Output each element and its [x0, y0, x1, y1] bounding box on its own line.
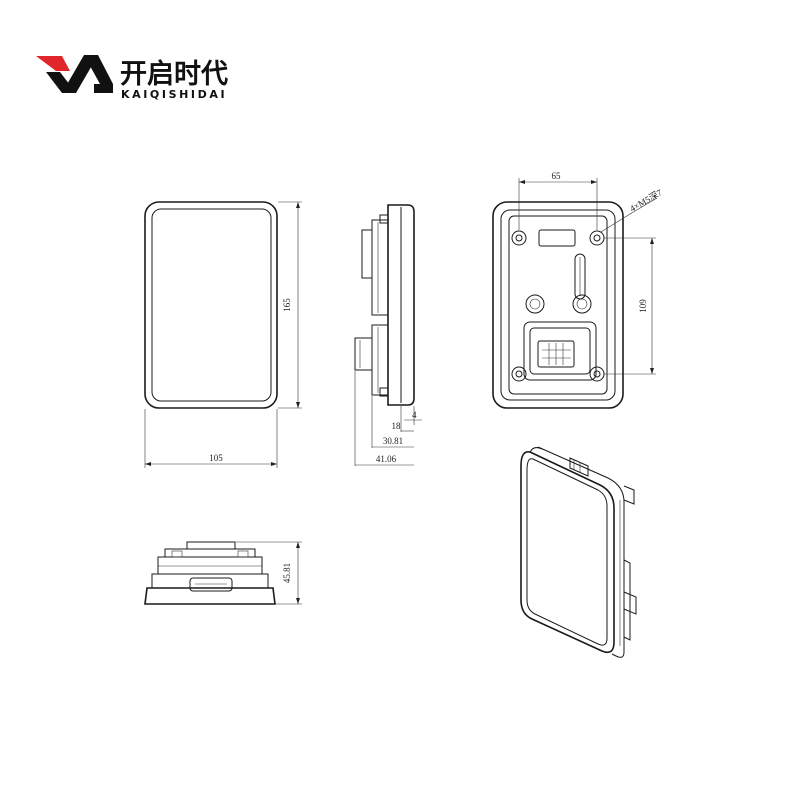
mounting-hole-icon — [511, 366, 527, 382]
brand-logo: 开启时代 KAIQISHIDAI — [36, 55, 228, 101]
back-hole-height-dimension: 109 — [638, 299, 648, 313]
side-depth-30-dimension: 30.81 — [383, 436, 403, 446]
side-depth-41-dimension: 41.06 — [376, 454, 397, 464]
front-width-dimension: 105 — [209, 453, 223, 463]
brand-name-en: KAIQISHIDAI — [121, 88, 227, 101]
mounting-hole-icon — [589, 230, 605, 246]
side-view: 4 18 30.81 41.06 — [354, 204, 422, 466]
side-flange-dimension: 4 — [412, 410, 417, 420]
front-view: 165 105 — [144, 201, 302, 468]
mounting-hole-icon — [511, 230, 527, 246]
brand-name-cn: 开启时代 — [120, 59, 228, 90]
bottom-view: 45.81 — [144, 541, 302, 605]
isometric-view — [520, 446, 637, 658]
bottom-height-dimension: 45.81 — [282, 563, 292, 583]
logo-mark-icon — [36, 55, 113, 93]
mounting-hole-icon — [589, 366, 605, 382]
front-height-dimension: 165 — [282, 298, 292, 312]
hole-callout-label: 4×M5深7 — [628, 187, 664, 214]
back-hole-spacing-dimension: 65 — [552, 171, 562, 181]
side-depth-18-dimension: 18 — [392, 421, 402, 431]
back-view: 65 109 4×M5深7 — [492, 171, 664, 409]
